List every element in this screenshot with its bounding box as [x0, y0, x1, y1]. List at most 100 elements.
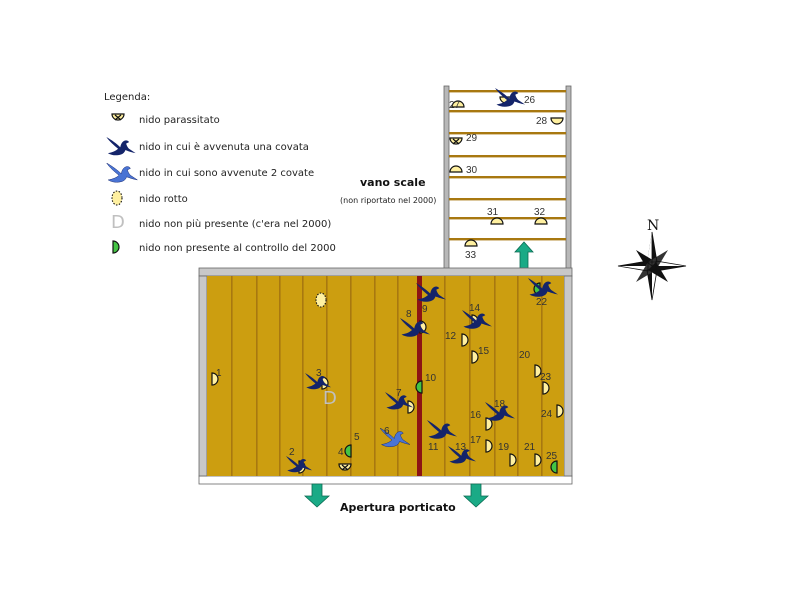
nest-26: 26 [495, 88, 536, 107]
nest-2: 2 [286, 447, 312, 474]
nest-number: 10 [425, 373, 437, 384]
nest-number: 15 [478, 346, 490, 357]
legend-item-gone: D nido non più presente (c'era nel 2000) [111, 212, 331, 233]
legend-item-one-brood: nido in cui è avvenuta una covata [106, 137, 309, 156]
nest-new-shape [415, 380, 423, 394]
legend-label: nido non più presente (c'era nel 2000) [139, 218, 331, 230]
legend-item-broken: nido rotto [111, 190, 188, 206]
nest-shape [471, 350, 479, 364]
nest-number: 24 [541, 409, 553, 420]
nest-25: 25 [546, 451, 558, 474]
nest-shape [534, 364, 542, 378]
nest-23: 23 [540, 372, 552, 395]
ceiling-wood [207, 276, 564, 476]
ceiling-beam [256, 276, 258, 476]
stairwell-wall-right [565, 85, 572, 271]
nest-number: 9 [422, 304, 428, 315]
nest-gone-icon: D [111, 212, 125, 233]
nest-30: 30 [449, 165, 478, 176]
nest-number: 29 [466, 133, 478, 144]
nest-15: 15 [471, 346, 490, 364]
ceiling-beam [302, 276, 304, 476]
nest-22: 22 [528, 278, 558, 308]
nest-27: 27 [449, 100, 465, 111]
portico [198, 267, 573, 485]
compass-north-label: N [647, 218, 659, 234]
nest-shape [485, 439, 493, 453]
nest-number: 30 [466, 165, 478, 176]
nest-11: 11 [427, 420, 457, 453]
ceiling-beam [469, 276, 471, 476]
nest-number: 26 [524, 95, 536, 106]
nest-21: 21 [524, 442, 542, 467]
nest-number: 13 [455, 442, 467, 453]
legend-title: Legenda: [104, 92, 150, 103]
broken-nest-icon [111, 190, 123, 206]
nest-number: 7 [396, 388, 402, 399]
nest-number: 4 [338, 447, 344, 458]
stair-step [449, 155, 566, 158]
nest-number: 3 [316, 368, 322, 379]
nest-3: 3 [305, 368, 331, 390]
portico-edge-bottom [198, 475, 573, 485]
nest-28: 28 [536, 116, 564, 127]
parasite-mark [341, 464, 349, 471]
ceiling-beam [517, 276, 519, 476]
nest-29: 29 [449, 133, 478, 145]
nest-number: 16 [470, 410, 482, 421]
nest-shape [550, 117, 564, 125]
nest-number: 32 [534, 207, 546, 218]
nest-7: 7 [385, 388, 415, 414]
legend: Legenda: nido parassitato nido in cui è … [104, 92, 336, 254]
nest-9: 9 [416, 283, 446, 315]
nest-number: 18 [494, 399, 506, 410]
nest-number: 28 [536, 116, 548, 127]
nest-number: 17 [470, 435, 482, 446]
nest-shape [542, 381, 550, 395]
legend-label: nido in cui è avvenuta una covata [139, 141, 309, 153]
nest-8: 8 [400, 309, 430, 337]
nest-12: 12 [445, 331, 469, 347]
nest-number: 20 [519, 350, 531, 361]
ceiling-beam [326, 276, 328, 476]
nest-5: 5 [344, 432, 360, 458]
nest-shape [534, 217, 548, 225]
stair-step [449, 90, 566, 93]
nest-number: 12 [445, 331, 457, 342]
stairwell-wall-left [443, 85, 450, 271]
nest-20: 20 [519, 350, 542, 378]
nest-number: 2 [289, 447, 295, 458]
stair-step [449, 132, 566, 135]
stairwell-subtitle: (non riportato nel 2000) [340, 196, 436, 205]
nest-17: 17 [470, 435, 493, 453]
nest-number: 21 [524, 442, 536, 453]
stairwell [443, 85, 572, 271]
stair-step [449, 110, 566, 113]
ceiling-beam [494, 276, 496, 476]
nest-number: 1 [216, 368, 222, 379]
nest-number: 6 [384, 426, 390, 437]
nest-new-shape [344, 444, 352, 458]
nest-shape [211, 372, 219, 386]
nest-number: 8 [406, 309, 412, 320]
legend-item-new: nido non presente al controllo del 2000 [112, 240, 336, 254]
main-beam [417, 276, 422, 476]
swallow-light-icon [106, 163, 138, 183]
stair-step [449, 176, 566, 179]
ceiling-beam [374, 276, 376, 476]
nest-14: 14 [462, 303, 492, 329]
nest-number: 31 [487, 207, 499, 218]
nest-32: 32 [534, 207, 548, 225]
nest-6: 6 [380, 426, 410, 448]
nest-19: 19 [498, 442, 517, 467]
stairwell-title: vano scale [360, 176, 426, 189]
ceiling-beam [350, 276, 352, 476]
portico-wall-left [198, 275, 208, 477]
ceiling-beam [444, 276, 446, 476]
gone-nest-marker: D [323, 388, 337, 409]
ceiling-beam [397, 276, 399, 476]
legend-label: nido non presente al controllo del 2000 [139, 243, 336, 254]
nest-shape [556, 404, 564, 418]
ceiling-beam [279, 276, 281, 476]
